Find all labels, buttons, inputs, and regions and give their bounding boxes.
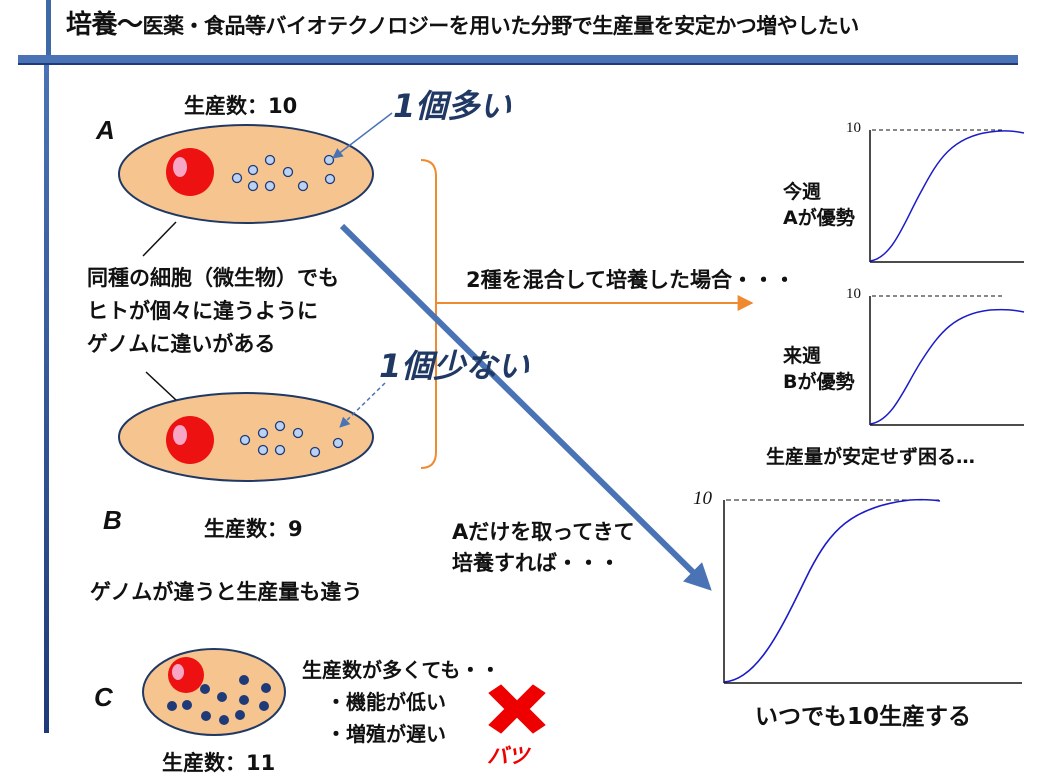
- page-title: 培養〜医薬・食品等バイオテクノロジーを用いた分野で生産量を安定かつ増やしたい: [66, 4, 859, 41]
- pointer-line-a: [142, 221, 177, 257]
- c-notes: 生産数が多くても・・ ・機能が低い ・増殖が遅い: [302, 654, 500, 750]
- select-text: Aだけを取ってきて 培養すれば・・・: [452, 517, 635, 579]
- graph-this-week: [869, 129, 1025, 263]
- graph-this-week-curve: [869, 130, 1025, 262]
- graph-stable-tick: 10: [693, 488, 712, 509]
- graph-stable: [723, 498, 1022, 684]
- graph-next-week-curve: [869, 308, 1025, 425]
- select-arrow: [339, 223, 712, 591]
- cell-a: [118, 124, 374, 224]
- cell-a-letter: A: [96, 115, 115, 145]
- callout-less: 1個少ない: [379, 347, 530, 385]
- cell-a-count: 生産数：10: [184, 94, 298, 118]
- header-rule-dark: [18, 63, 1018, 65]
- header-left-bar: [46, 0, 51, 57]
- cell-a-dots: [231, 154, 336, 192]
- graph-this-week-line1: 今週: [783, 181, 822, 203]
- cell-b-dots: [239, 420, 344, 458]
- c-notes-line3: ・増殖が遅い: [326, 722, 446, 746]
- graph-stable-curve: [723, 498, 941, 683]
- cell-c-count: 生産数：11: [162, 751, 276, 775]
- cell-b-nucleus: [166, 416, 214, 464]
- graph-next-week-line2: Bが優勢: [783, 371, 855, 393]
- cell-c-dots: [167, 675, 271, 725]
- cell-a-nucleus: [166, 148, 214, 196]
- explanation-line-3: ゲノムに違いがある: [87, 332, 276, 356]
- title-main: 培養〜: [66, 10, 143, 40]
- cell-b-count: 生産数：9: [204, 517, 303, 541]
- graph-stable-caption: いつでも10生産する: [755, 704, 972, 730]
- select-text-line1: Aだけを取ってきて: [452, 520, 635, 544]
- mix-text: 2種を混合して培養した場合・・・: [466, 268, 795, 292]
- callout-more: 1個多い: [393, 87, 512, 125]
- title-sub: 医薬・食品等バイオテクノロジーを用いた分野で生産量を安定かつ増やしたい: [142, 14, 860, 38]
- cross-mark-label: バツ: [487, 744, 529, 768]
- more-arrow: [332, 112, 393, 159]
- graph-this-week-line2: Aが優勢: [783, 207, 855, 229]
- select-text-line2: 培養すれば・・・: [452, 551, 620, 575]
- cell-b: [118, 392, 374, 482]
- cross-mark-icon: [488, 684, 546, 734]
- graph-next-week-tick: 10: [846, 286, 861, 302]
- cell-b-letter: B: [103, 505, 122, 535]
- graph-this-week-tick: 10: [846, 120, 861, 136]
- explanation-line-2: ヒトが個々に違うように: [87, 299, 318, 323]
- left-vertical-rule: [44, 65, 49, 733]
- explanation-text: 同種の細胞（微生物）でも ヒトが個々に違うように ゲノムに違いがある: [87, 262, 339, 361]
- graph-next-week: [869, 295, 1025, 426]
- graph-this-week-label: 今週 Aが優勢: [783, 179, 855, 231]
- mix-bracket: [420, 159, 437, 469]
- pointer-line-b: [145, 371, 177, 401]
- less-arrow: [339, 382, 386, 428]
- c-notes-line1: 生産数が多くても・・: [302, 658, 501, 682]
- c-notes-line2: ・機能が低い: [326, 690, 446, 714]
- graph-next-week-line1: 来週: [783, 345, 822, 367]
- genome-note: ゲノムが違うと生産量も違う: [90, 580, 363, 604]
- cell-c: [142, 648, 286, 736]
- graph-next-week-label: 来週 Bが優勢: [783, 343, 854, 395]
- explanation-line-1: 同種の細胞（微生物）でも: [87, 266, 339, 290]
- cell-c-letter: C: [94, 682, 113, 712]
- header-rule: [18, 55, 1018, 63]
- unstable-text: 生産量が安定せず困る…: [766, 446, 976, 468]
